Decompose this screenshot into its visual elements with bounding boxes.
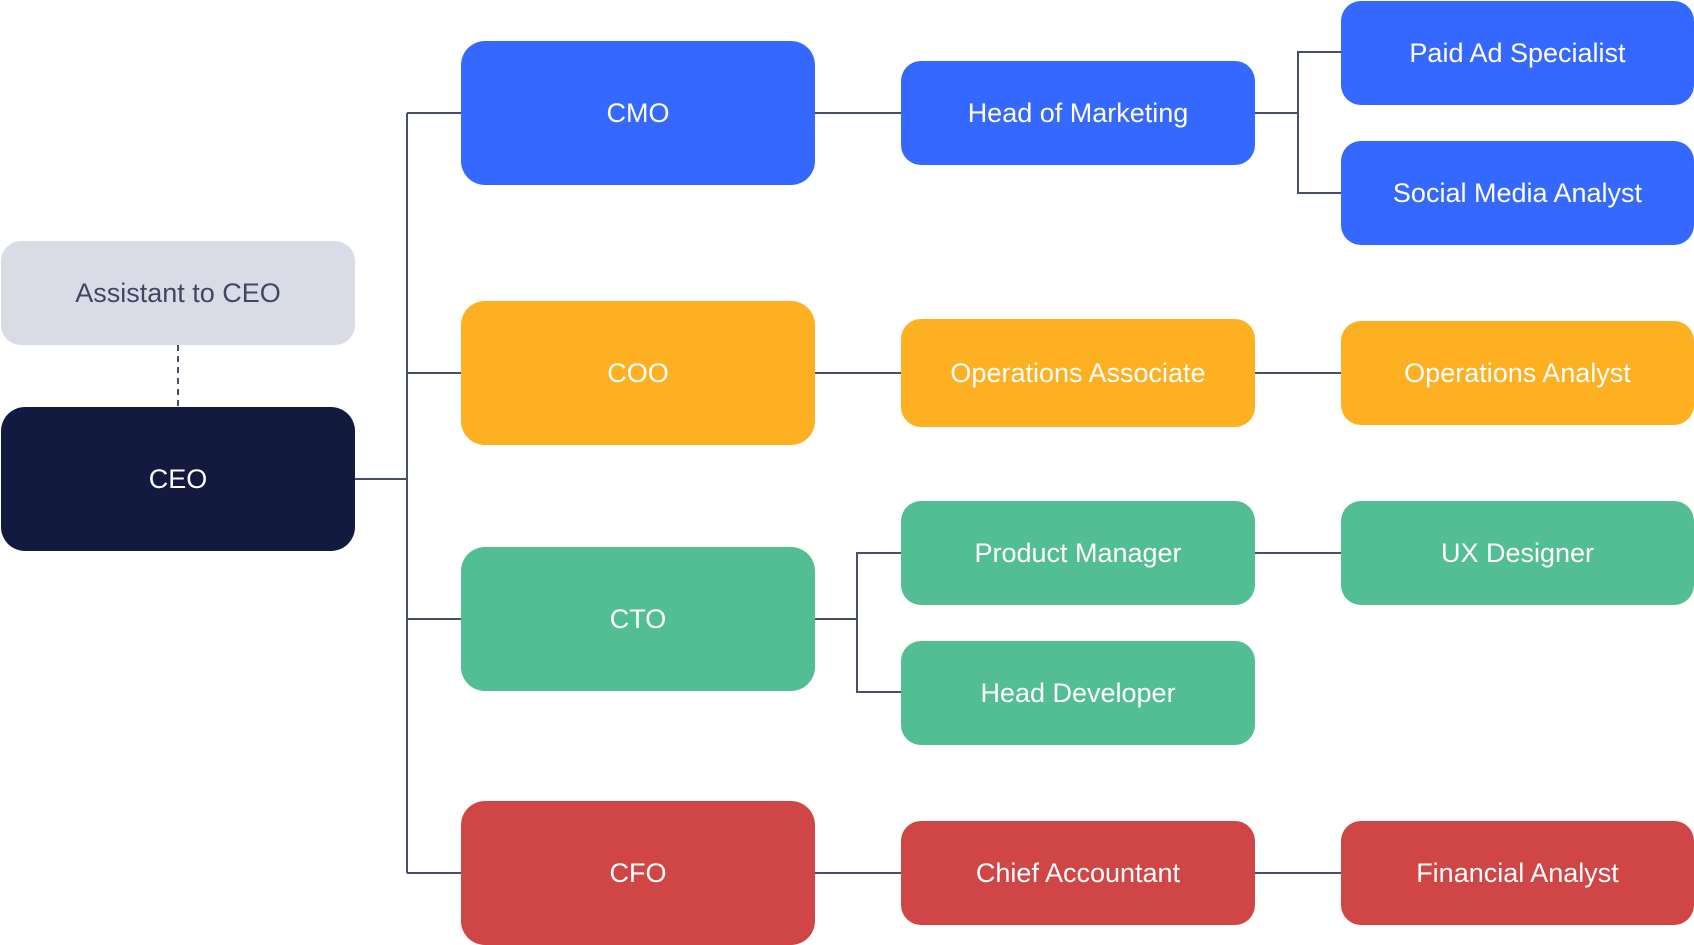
node-cfo[interactable]: CFO [461, 801, 815, 945]
node-operations-analyst[interactable]: Operations Analyst [1341, 321, 1694, 425]
node-operations-associate[interactable]: Operations Associate [901, 319, 1255, 427]
node-coo[interactable]: COO [461, 301, 815, 445]
node-head-developer[interactable]: Head Developer [901, 641, 1255, 745]
node-label: Operations Analyst [1404, 357, 1631, 388]
node-label: Financial Analyst [1416, 857, 1619, 888]
node-ux-designer[interactable]: UX Designer [1341, 501, 1694, 605]
node-label: Operations Associate [950, 357, 1206, 388]
node-product-manager[interactable]: Product Manager [901, 501, 1255, 605]
node-label: COO [607, 357, 669, 388]
node-label: CMO [606, 97, 670, 128]
node-label: UX Designer [1440, 537, 1595, 568]
node-label: Product Manager [974, 537, 1182, 568]
node-label: CFO [609, 857, 667, 888]
node-label: Head of Marketing [967, 97, 1189, 128]
node-label: Paid Ad Specialist [1409, 37, 1626, 68]
node-label: Assistant to CEO [75, 277, 281, 308]
node-cto[interactable]: CTO [461, 547, 815, 691]
node-label: Chief Accountant [975, 857, 1181, 888]
connector-branch-paid-ad [1297, 51, 1341, 194]
node-social-media-analyst[interactable]: Social Media Analyst [1341, 141, 1694, 245]
node-paid-ad-specialist[interactable]: Paid Ad Specialist [1341, 1, 1694, 105]
node-chief-accountant[interactable]: Chief Accountant [901, 821, 1255, 925]
node-label: CTO [609, 603, 667, 634]
node-label: Social Media Analyst [1392, 177, 1643, 208]
node-ceo[interactable]: CEO [1, 407, 355, 551]
node-label: Head Developer [980, 677, 1176, 708]
node-financial-analyst[interactable]: Financial Analyst [1341, 821, 1694, 925]
node-assistant-to-ceo[interactable]: Assistant to CEO [1, 241, 355, 345]
connector-branch-tech [856, 552, 901, 693]
node-cmo[interactable]: CMO [461, 41, 815, 185]
node-label: CEO [148, 463, 208, 494]
node-head-of-marketing[interactable]: Head of Marketing [901, 61, 1255, 165]
